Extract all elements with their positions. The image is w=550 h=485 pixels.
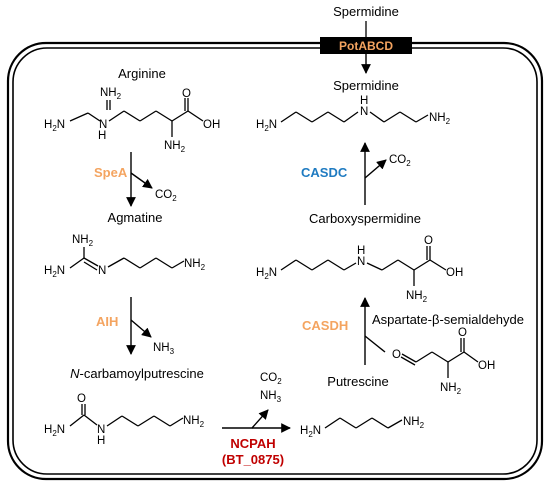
svg-text:H: H (360, 95, 368, 107)
potabcd-transporter (320, 37, 412, 54)
ncp-label: N-carbamoylputrescine (70, 366, 204, 381)
spea-co2: CO2 (155, 189, 177, 203)
carboxyspermidine-structure: H2N N H O OH NH2 (256, 235, 463, 304)
svg-text:NH2: NH2 (72, 234, 94, 248)
svg-text:O: O (392, 349, 401, 361)
svg-text:O: O (182, 88, 191, 100)
agmatine-structure: NH2 H2N N NH2 (44, 234, 206, 279)
svg-text:N: N (98, 265, 106, 277)
svg-text:N: N (97, 424, 105, 436)
ncpah-enzyme: NCPAH (230, 436, 275, 451)
svg-text:OH: OH (478, 360, 495, 372)
putrescine-label: Putrescine (327, 374, 388, 389)
ncpah-co2: CO2 (260, 372, 282, 386)
svg-text:H2N: H2N (44, 265, 65, 279)
aih-enzyme: AIH (96, 314, 118, 329)
carboxyspermidine-label: Carboxyspermidine (309, 211, 421, 226)
svg-text:OH: OH (446, 267, 463, 279)
svg-text:NH2: NH2 (184, 258, 206, 272)
svg-text:N: N (357, 256, 365, 268)
svg-text:O: O (424, 235, 433, 247)
asa-structure: O O OH NH2 (392, 327, 495, 396)
ncpah-locus: (BT_0875) (222, 452, 284, 467)
svg-text:NH2: NH2 (183, 415, 205, 429)
spea-enzyme: SpeA (94, 165, 128, 180)
svg-text:O: O (77, 393, 86, 405)
spermidine-label: Spermidine (333, 78, 399, 93)
svg-text:NH2: NH2 (403, 416, 425, 430)
potabcd-label: PotABCD (339, 39, 393, 53)
aih-nh3: NH3 (153, 342, 175, 356)
svg-text:NH2: NH2 (429, 112, 451, 126)
svg-text:OH: OH (203, 119, 220, 131)
svg-text:H2N: H2N (300, 425, 321, 439)
arginine-label: Arginine (118, 66, 166, 81)
asa-label: Aspartate-β-semialdehyde (372, 312, 524, 327)
svg-text:NH2: NH2 (100, 87, 122, 101)
cell-outer-membrane (6, 41, 544, 481)
putrescine-structure: H2N NH2 (300, 416, 425, 439)
svg-text:NH2: NH2 (406, 290, 428, 304)
casdc-enzyme: CASDC (301, 165, 348, 180)
arginine-structure: NH2 H2N N H O OH NH2 (44, 87, 220, 154)
svg-text:O: O (458, 327, 467, 339)
external-spermidine-label: Spermidine (333, 4, 399, 19)
svg-text:H: H (97, 435, 105, 447)
svg-text:H2N: H2N (44, 119, 65, 133)
svg-text:NH2: NH2 (164, 140, 186, 154)
svg-text:H2N: H2N (256, 119, 277, 133)
svg-text:N: N (99, 119, 107, 131)
spermidine-structure: H2N N H NH2 (256, 95, 451, 133)
svg-text:H: H (357, 245, 365, 257)
svg-text:H2N: H2N (256, 267, 277, 281)
agmatine-label: Agmatine (108, 210, 163, 225)
ncpah-nh3: NH3 (260, 390, 282, 404)
ncp-structure: O H2N N H NH2 (44, 393, 205, 447)
cell-inner-membrane (12, 47, 538, 475)
casdc-co2: CO2 (389, 154, 411, 168)
casdh-enzyme: CASDH (302, 318, 348, 333)
svg-text:H: H (98, 130, 106, 142)
svg-text:N: N (360, 106, 368, 118)
svg-text:H2N: H2N (44, 424, 65, 438)
svg-text:NH2: NH2 (440, 382, 462, 396)
